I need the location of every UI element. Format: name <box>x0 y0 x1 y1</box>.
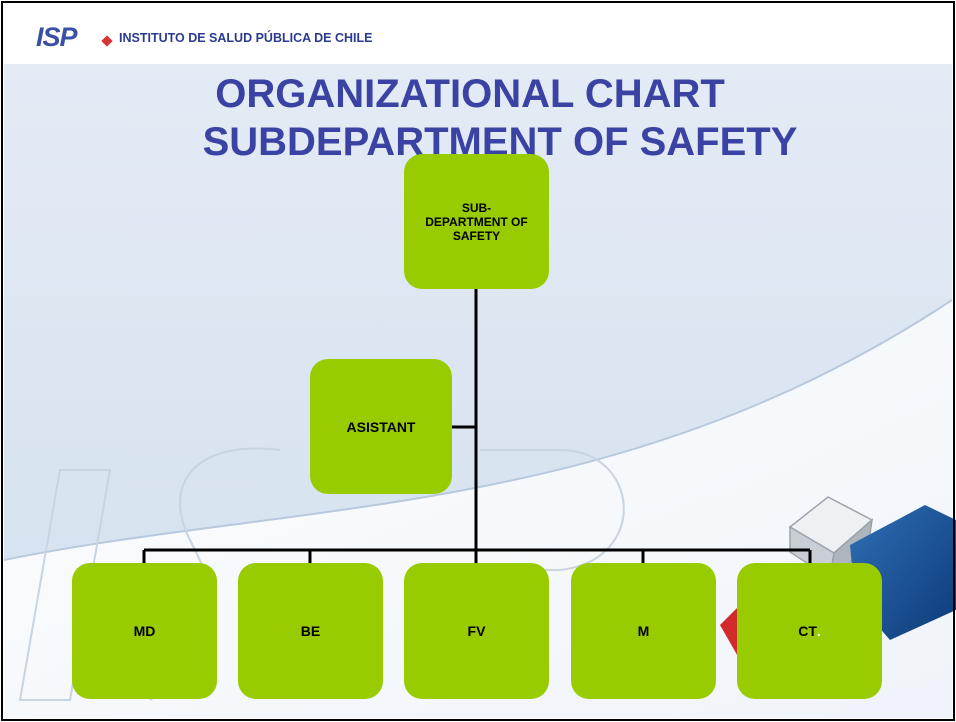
node-fv: FV <box>404 563 549 699</box>
node-be: BE <box>238 563 383 699</box>
title-line-1: ORGANIZATIONAL CHART <box>215 72 725 116</box>
node-label: BE <box>300 623 321 639</box>
node-subdepartment-of-safety: SUB-DEPARTMENT OF SAFETY <box>404 154 549 289</box>
node-md: MD <box>72 563 217 699</box>
decorative-cubes <box>720 496 956 660</box>
node-label: CT <box>798 623 817 639</box>
node-ct: CT. <box>737 563 882 699</box>
isp-logo: ISP <box>36 22 78 52</box>
header-bar <box>4 4 952 64</box>
node-label: SUB-DEPARTMENT OF SAFETY <box>425 200 528 243</box>
node-m: M <box>571 563 716 699</box>
institute-name: INSTITUTO DE SALUD PÚBLICA DE CHILE <box>119 31 373 45</box>
node-label-suffix: . <box>816 623 821 639</box>
node-label: FV <box>467 623 486 639</box>
node-label: ASISTANT <box>346 418 416 435</box>
node-label: M <box>637 623 650 639</box>
node-assistant: ASISTANT <box>310 359 452 494</box>
node-label: MD <box>133 623 156 639</box>
